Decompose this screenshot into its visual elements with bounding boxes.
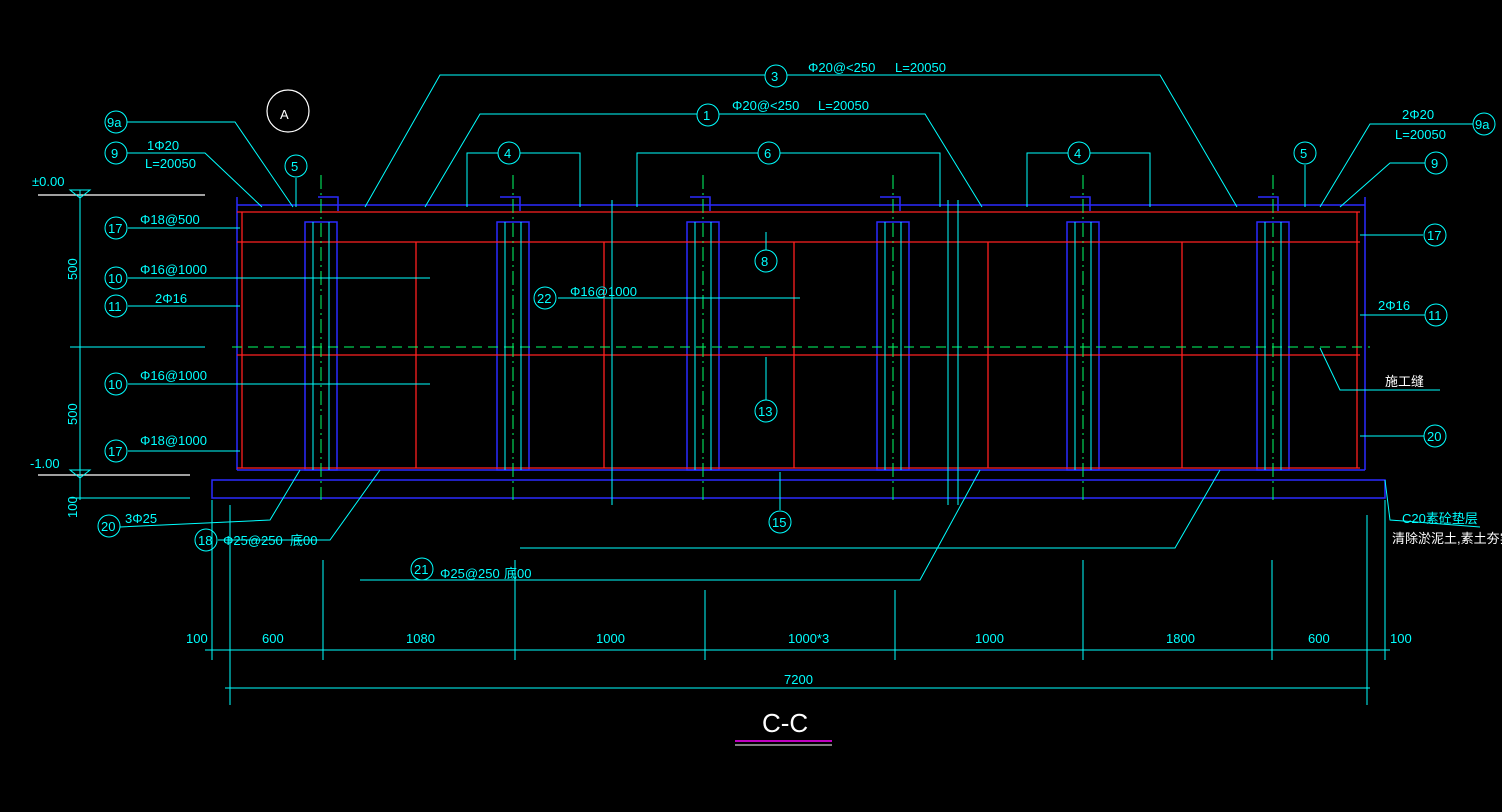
section-title: C-C [762,708,808,738]
axis-bubble [266,89,310,133]
hdim-3: 1080 [406,631,435,646]
mark-9a-r: 9a [1475,117,1490,132]
mark-15: 15 [772,515,786,530]
horizontal-dimensions: 100 600 1080 1000 1000*3 1000 1800 600 1… [186,500,1412,705]
label-r10b: Φ16@1000 [140,368,207,383]
mark-6: 6 [764,146,771,161]
label-r10a: Φ16@1000 [140,262,207,277]
label-left-top-length: L=20050 [145,156,196,171]
mark-4a: 4 [504,146,511,161]
hdim-5: 1000*3 [788,631,829,646]
inner-lines [312,200,1282,505]
label-r1: Φ20@<250 [732,98,799,113]
vdim-2: 500 [65,403,80,425]
mark-17a: 17 [108,221,122,236]
label-r21: Φ25@250 [440,566,500,581]
mark-11r: 11 [1428,308,1442,323]
vdim-3: 100 [65,496,80,518]
label-soil: 清除淤泥土,素土夯实,素土压实系数 [1392,531,1502,546]
hdim-8: 600 [1308,631,1330,646]
mark-8: 8 [761,254,768,269]
top-leaders [120,74,1487,208]
label-right-top-length: L=20050 [1395,127,1446,142]
mark-3: 3 [771,69,778,84]
mark-9-l: 9 [111,146,118,161]
label-r3-length: L=20050 [895,60,946,75]
mark-bubbles: 3 1 4 6 4 5 5 9a 9 9a 9 17 10 11 10 17 2… [97,64,1496,581]
mark-5r: 5 [1300,146,1307,161]
label-joint: 施工缝 [1385,374,1424,389]
reinforcement-bars [237,211,1360,469]
rebar-labels: Φ20@<250 L=20050 Φ20@<250 L=20050 1Φ20 L… [125,60,1502,581]
axis-bubble-label: A [280,107,289,122]
mark-10a: 10 [108,271,122,286]
mark-13: 13 [758,404,772,419]
mark-17b: 17 [108,444,122,459]
hdim-1: 100 [186,631,208,646]
label-r21-b: 底00 [504,566,531,581]
side-leaders [119,227,1481,581]
label-r20l: 3Φ25 [125,511,157,526]
label-r18-b: 底00 [290,533,317,548]
label-right-top: 2Φ20 [1402,107,1434,122]
mark-20l: 20 [101,519,115,534]
hdim-2: 600 [262,631,284,646]
label-r3: Φ20@<250 [808,60,875,75]
mark-9a-l: 9a [107,115,122,130]
mark-11l: 11 [108,299,122,314]
mark-9-r: 9 [1431,156,1438,171]
label-c20: C20素砼垫层 [1402,511,1478,526]
label-r11l: 2Φ16 [155,291,187,306]
mark-21: 21 [414,562,428,577]
label-r18: Φ25@250 [223,533,283,548]
elevation-top: ±0.00 [32,174,64,189]
mark-1: 1 [703,108,710,123]
hdim-9: 100 [1390,631,1412,646]
label-r17a: Φ18@500 [140,212,200,227]
hdim-6: 1000 [975,631,1004,646]
elevation-bottom: -1.00 [30,456,60,471]
mark-17r: 17 [1427,228,1441,243]
label-r17b: Φ18@1000 [140,433,207,448]
label-r22: Φ16@1000 [570,284,637,299]
hdim-7: 1800 [1166,631,1195,646]
center-lines [232,175,1370,500]
label-r1-length: L=20050 [818,98,869,113]
hdim-4: 1000 [596,631,625,646]
label-r11r: 2Φ16 [1378,298,1410,313]
mark-5l: 5 [291,159,298,174]
mark-18: 18 [198,533,212,548]
mark-20r: 20 [1427,429,1441,444]
mark-22: 22 [537,291,551,306]
mark-4b: 4 [1074,146,1081,161]
label-left-top: 1Φ20 [147,138,179,153]
elevation-marks: ±0.00 -1.00 500 500 100 [30,174,205,518]
mark-10b: 10 [108,377,122,392]
total-dim: 7200 [784,672,813,687]
vdim-1: 500 [65,258,80,280]
